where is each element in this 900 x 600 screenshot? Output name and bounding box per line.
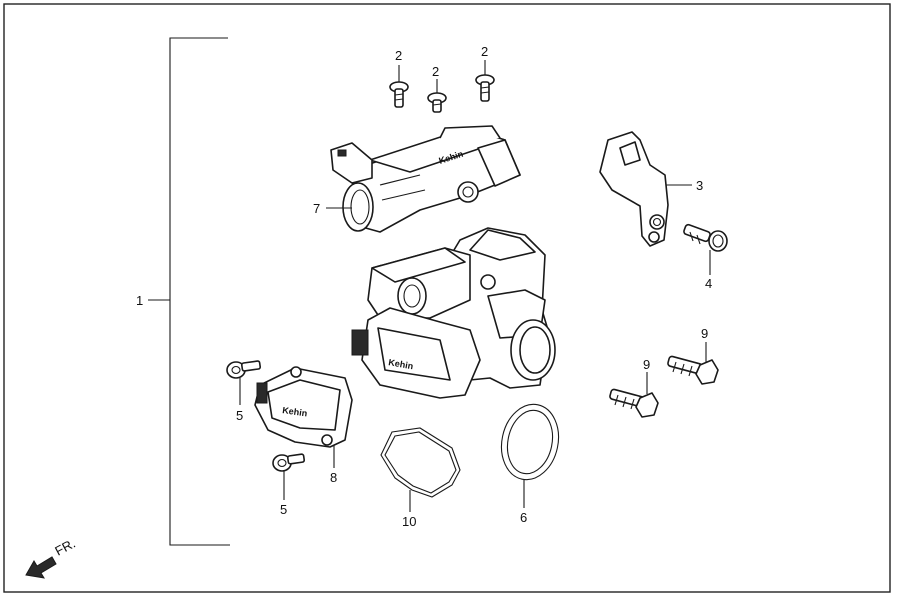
assembly-bracket: [148, 37, 230, 546]
gasket-10: [380, 427, 461, 498]
brand-mark-sensor-8: Kehin: [282, 405, 308, 418]
bolt-9-lower: [609, 388, 659, 418]
screw-2-right: [475, 74, 495, 102]
callout-10: 10: [402, 514, 416, 529]
screw-2-middle: [427, 92, 447, 113]
screw-2-left: [389, 81, 409, 108]
callout-3: 3: [696, 178, 703, 193]
callout-8: 8: [330, 470, 337, 485]
sensor-7: [330, 125, 521, 233]
callout-1: 1: [136, 293, 143, 308]
bolt-9-upper: [667, 355, 719, 385]
screw-5-upper: [226, 360, 262, 379]
bracket-3: [599, 131, 669, 247]
throttle-body: [351, 227, 556, 399]
callout-2-middle: 2: [432, 64, 439, 79]
o-ring-6: [500, 403, 560, 481]
front-direction-label: FR.: [52, 536, 78, 559]
callout-6: 6: [520, 510, 527, 525]
callout-5-lower: 5: [280, 502, 287, 517]
callout-2-left: 2: [395, 48, 402, 63]
callout-4: 4: [705, 276, 712, 291]
brand-mark-body: Kehin: [388, 357, 414, 371]
callout-5-upper: 5: [236, 408, 243, 423]
callout-7: 7: [313, 201, 320, 216]
front-direction-indicator: FR.: [25, 536, 78, 579]
sensor-8: [254, 366, 353, 448]
callout-9-upper: 9: [701, 326, 708, 341]
callout-2-right: 2: [481, 44, 488, 59]
callout-9-lower: 9: [643, 357, 650, 372]
front-arrow-icon: [25, 556, 57, 579]
bolt-4: [683, 223, 728, 252]
diagram-frame: [3, 3, 891, 593]
screw-5-lower: [272, 453, 306, 472]
